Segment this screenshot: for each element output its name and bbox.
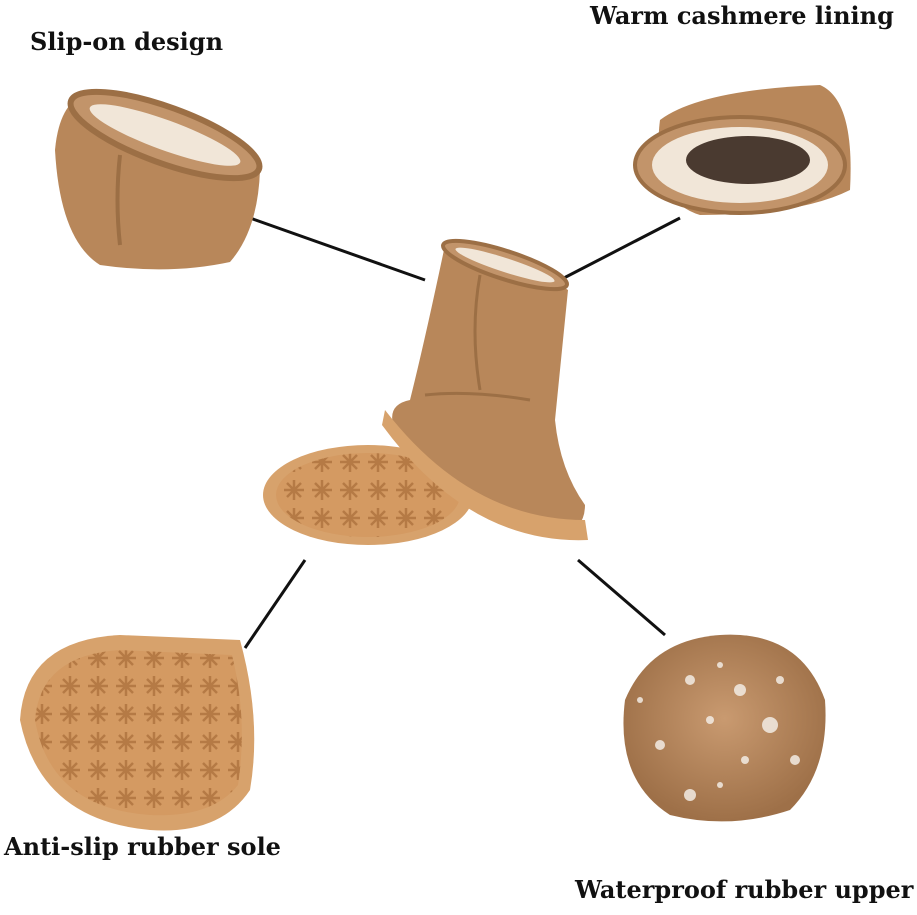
waterproof-detail-image (623, 634, 826, 822)
label-slip-on-design: Slip-on design (30, 27, 224, 56)
boots-main-image (263, 238, 588, 545)
callout-line-sole (243, 559, 307, 649)
callout-lines (243, 216, 681, 649)
slip-on-detail-image (55, 88, 263, 270)
callout-line-lining (559, 216, 681, 282)
callout-line-upper (577, 558, 666, 637)
label-warm-cashmere-lining: Warm cashmere lining (590, 1, 894, 30)
label-anti-slip-rubber-sole: Anti-slip rubber sole (4, 832, 281, 861)
label-waterproof-rubber-upper: Waterproof rubber upper (575, 875, 914, 904)
callout-line-slip-on (249, 216, 426, 282)
lining-detail-image (633, 85, 851, 215)
sole-detail-image (20, 635, 255, 831)
